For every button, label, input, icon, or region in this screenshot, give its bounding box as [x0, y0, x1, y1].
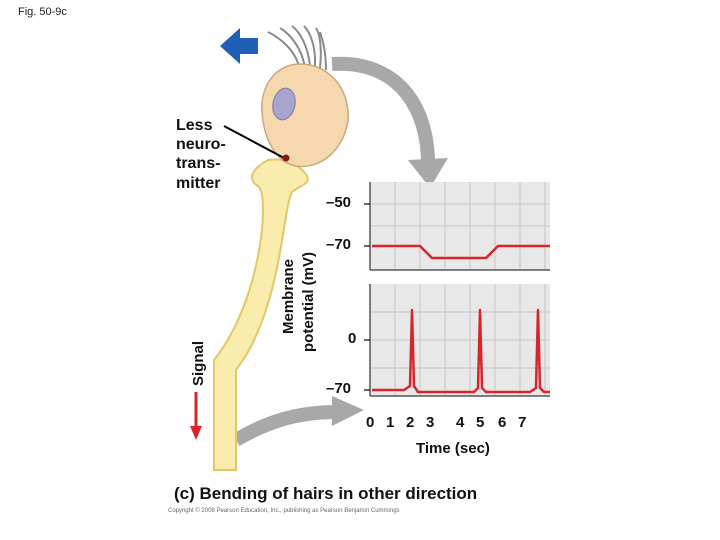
gray-arrow-to-graph-icon — [331, 56, 436, 171]
receptor-potential-trace — [372, 244, 550, 260]
label-line-4: mitter — [176, 174, 221, 192]
figure-caption: (c) Bending of hairs in other direction — [174, 484, 478, 503]
nucleus — [272, 87, 296, 121]
signal-arrow-icon — [190, 426, 202, 440]
ytick-m50: –50 — [326, 194, 352, 211]
xtick-4: 4 — [456, 414, 465, 431]
figure-label: Fig. 50-9c — [18, 6, 67, 18]
xtick-3: 3 — [426, 414, 435, 431]
copyright-notice: Copyright © 2008 Pearson Education, Inc.… — [168, 508, 400, 514]
xtick-2: 2 — [406, 414, 415, 431]
label-line-2: neuro- — [176, 136, 226, 154]
ytick-0: 0 — [348, 330, 357, 347]
gray-arrowhead-top-icon — [408, 158, 448, 188]
gray-arrow-from-neuron-icon — [232, 405, 339, 447]
signal-label: Signal — [190, 340, 207, 386]
label-line-1: Less — [176, 117, 213, 134]
label-line-3: trans- — [176, 155, 221, 173]
xtick-7: 7 — [518, 414, 527, 431]
gray-arrowhead-bottom-icon — [332, 396, 364, 426]
less-neurotransmitter-label: Less neuro- trans- mitter — [176, 116, 226, 193]
action-potential-trace — [372, 308, 550, 394]
membrane-ylabel-line2: potential (mV) — [300, 252, 317, 352]
sensory-neuron — [213, 158, 309, 471]
xtick-5: 5 — [476, 414, 485, 431]
graph-grid — [370, 182, 550, 396]
xtick-0: 0 — [366, 414, 375, 431]
synapse-dot — [282, 154, 290, 162]
xtick-6: 6 — [498, 414, 507, 431]
membrane-ylabel-line1: Membrane — [280, 258, 297, 334]
bend-direction-arrow-icon — [220, 28, 258, 64]
ytick-m70-top: –70 — [326, 236, 352, 253]
time-axis-label: Time (sec) — [416, 440, 490, 457]
ytick-m70-bottom: –70 — [326, 380, 352, 397]
pointer-line — [223, 125, 285, 159]
xtick-1: 1 — [386, 414, 395, 431]
